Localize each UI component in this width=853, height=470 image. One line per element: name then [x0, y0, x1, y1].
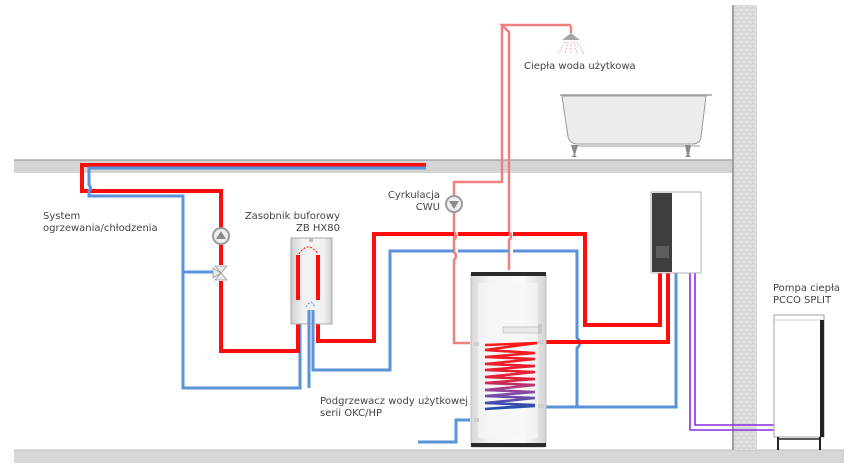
heat-pump-label: Pompa ciepła PCCO SPLIT	[773, 283, 840, 307]
heat-pump-label-line1: Pompa ciepła	[773, 283, 840, 294]
outdoor-unit-icon	[773, 314, 825, 450]
heating-system-label: System ogrzewania/chłodzenia	[43, 211, 158, 235]
pump-up-icon	[212, 227, 230, 245]
circulation-label-line2: CWU	[415, 202, 440, 213]
brick-wall	[732, 5, 757, 450]
circulation-label-line1: Cyrkulacja	[387, 190, 440, 201]
heat-pump-label-line2: PCCO SPLIT	[773, 295, 832, 306]
heating-system-label-line1: System	[43, 211, 81, 222]
valve-icon	[212, 265, 228, 281]
water-heater-label-line2: serii OKC/HP	[320, 408, 382, 419]
indoor-unit-icon	[650, 191, 702, 274]
circulation-label: Cyrkulacja CWU	[378, 190, 440, 214]
buffer-tank-label-line1: Zasobnik buforowy	[244, 211, 340, 222]
dhw-pipes	[452, 23, 571, 345]
bathtub-icon	[560, 94, 712, 157]
heat-exchanger-coil	[484, 341, 538, 411]
hot-water-label: Ciepła woda użytkowa	[524, 61, 636, 72]
buffer-tank-label-line2: ZB HX80	[296, 223, 340, 234]
ground-floor	[14, 450, 844, 463]
water-heater	[470, 272, 547, 448]
refrigerant-pipes	[689, 272, 778, 431]
heating-system-label-line2: ogrzewania/chłodzenia	[43, 223, 158, 234]
buffer-tank-label: Zasobnik buforowy ZB HX80	[241, 211, 340, 235]
shower-icon	[557, 26, 585, 55]
buffer-tank	[290, 237, 333, 325]
pump-down-icon	[445, 195, 463, 213]
water-heater-label-line1: Podgrzewacz wody użytkowej	[320, 396, 469, 407]
water-heater-label: Podgrzewacz wody użytkowej serii OKC/HP	[320, 396, 468, 420]
